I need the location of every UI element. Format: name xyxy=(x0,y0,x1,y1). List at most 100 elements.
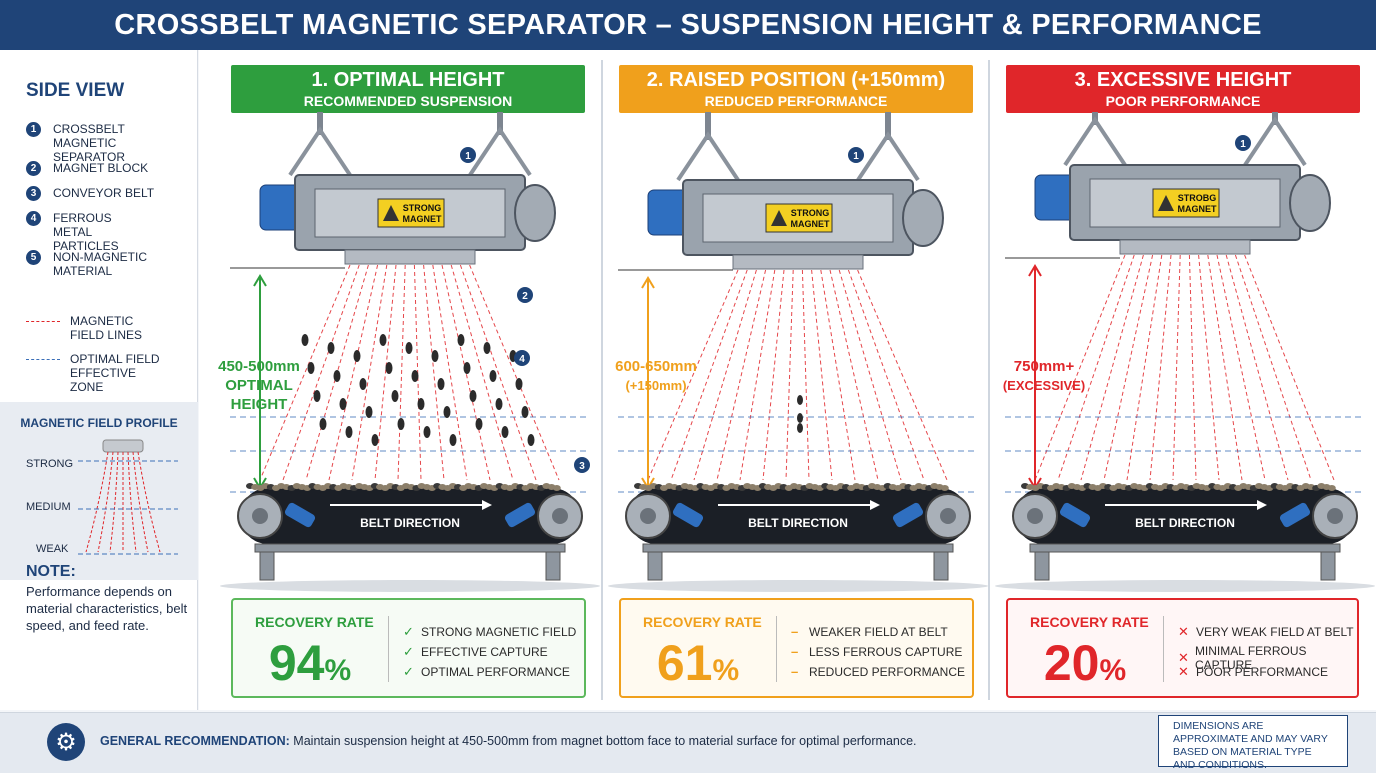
dash-icon: – xyxy=(791,624,799,639)
recovery-value: 20% xyxy=(1030,634,1140,692)
hanger-bracket xyxy=(1063,116,1127,167)
belt-direction-label: BELT DIRECTION xyxy=(748,516,848,530)
ferrous-particle xyxy=(449,434,457,446)
recovery-label: RECOVERY RATE xyxy=(1030,614,1149,630)
legend-item-separator: 1 CROSSBELT MAGNETIC SEPARATOR xyxy=(26,122,183,164)
ferrous-particle xyxy=(417,398,425,410)
panel-subheading: REDUCED PERFORMANCE xyxy=(704,93,888,109)
legend-effective-zone: OPTIMAL FIELD EFFECTIVE ZONE xyxy=(26,352,170,394)
ferrous-particle xyxy=(501,426,509,438)
hanger-bracket xyxy=(288,126,352,177)
bullet-text: STRONG MAGNETIC FIELD xyxy=(421,625,577,639)
drum-end xyxy=(902,189,944,247)
magnet-label: STRONG xyxy=(791,208,830,218)
bullet-text: OPTIMAL PERFORMANCE xyxy=(421,665,570,679)
conveyor-leg xyxy=(647,551,663,581)
magnetic-field-profile: MAGNETIC FIELD PROFILE STRONG MEDIUM WEA… xyxy=(0,402,198,580)
ferrous-particle xyxy=(353,350,361,362)
legend-item-ferrous-particles: 4 FERROUS METAL PARTICLES xyxy=(26,211,153,253)
idler-roller xyxy=(892,502,924,528)
legend-number: 5 xyxy=(26,250,41,265)
ferrous-particle xyxy=(797,413,803,423)
bullet-text: MINIMAL FERROUS CAPTURE xyxy=(1194,644,1307,672)
magnetic-field-line xyxy=(397,264,406,481)
magnetic-field-line xyxy=(1225,254,1289,481)
arrow-head-up xyxy=(641,276,655,289)
bullet-item: ✕POOR PERFORMANCE xyxy=(1178,664,1328,680)
ferrous-particle xyxy=(521,406,529,418)
ferrous-particle xyxy=(443,406,451,418)
sidebar: SIDE VIEW 1 CROSSBELT MAGNETIC SEPARATOR… xyxy=(0,50,198,710)
non-magnetic-material xyxy=(940,485,949,491)
divider xyxy=(776,616,777,682)
callout-number: 1 xyxy=(465,151,471,162)
recovery-number: 61 xyxy=(656,635,713,691)
ferrous-particle xyxy=(371,434,379,446)
arrow-head xyxy=(1257,500,1267,510)
divider xyxy=(388,616,389,682)
idler-roller xyxy=(504,502,536,528)
magnetic-field-line xyxy=(1057,254,1135,481)
check-icon: ✓ xyxy=(403,644,414,659)
bullet-text: VERY WEAK FIELD AT BELT xyxy=(1196,625,1354,639)
idler-roller xyxy=(284,502,316,528)
bullet-text: REDUCED PERFORMANCE xyxy=(809,664,966,679)
dimension-note: (+150mm) xyxy=(625,378,687,393)
conveyor-frame xyxy=(642,543,954,553)
dimension-value: 450-500mm xyxy=(218,358,300,375)
legend-label: MAGNETIC FIELD LINES xyxy=(70,314,143,342)
bullet-item: ✓ EFFECTIVE CAPTURE xyxy=(403,644,548,660)
recovery-number: 94 xyxy=(268,635,325,691)
bullet-item: ✓STRONG MAGNETIC FIELD xyxy=(403,624,576,640)
floor-shadow xyxy=(220,580,600,592)
bullet-text: EFFECTIVE CAPTURE xyxy=(421,645,548,659)
ferrous-particle xyxy=(327,342,335,354)
title-bar: CROSSBELT MAGNETIC SEPARATOR – SUSPENSIO… xyxy=(0,0,1376,50)
magnetic-field-line xyxy=(259,264,351,481)
magnetic-field-line xyxy=(1244,254,1335,481)
ferrous-particle xyxy=(307,362,315,374)
magnet-label: STRONG xyxy=(403,203,442,213)
magnetic-field-line xyxy=(1216,254,1266,481)
panel-divider xyxy=(601,60,603,700)
recovery-number: 20 xyxy=(1043,635,1100,691)
ferrous-particle xyxy=(475,418,483,430)
panel-2-dimension: 600-650mm (+150mm) xyxy=(606,357,706,395)
panel-2-recovery-card: RECOVERY RATE 61% –WEAKER FIELD AT BELT … xyxy=(619,598,974,698)
ferrous-particle xyxy=(405,342,413,354)
recovery-unit: % xyxy=(712,654,740,687)
profile-level-medium: MEDIUM xyxy=(26,501,71,513)
panel-3-header: 3. EXCESSIVE HEIGHT POOR PERFORMANCE xyxy=(1006,65,1360,113)
note-text: Performance depends on material characte… xyxy=(26,584,188,633)
ferrous-particle xyxy=(345,426,353,438)
magnetic-field-line xyxy=(820,269,856,481)
legend-item-non-magnetic: 5 NON-MAGNETIC MATERIAL xyxy=(26,250,153,278)
legend-label: MAGNET BLOCK xyxy=(53,161,149,175)
magnetic-field-line xyxy=(716,269,767,481)
magnet-label: MAGNET xyxy=(1178,204,1217,214)
magnetic-field-line xyxy=(1080,254,1144,481)
panel-1-dimension: 450-500mm OPTIMAL HEIGHT xyxy=(205,357,313,414)
magnetic-field-line xyxy=(351,264,388,481)
magnetic-field-line xyxy=(450,264,514,481)
pulley-hub xyxy=(552,508,568,524)
page-title: CROSSBELT MAGNETIC SEPARATOR – SUSPENSIO… xyxy=(114,8,1262,41)
magnet-label: MAGNET xyxy=(791,219,830,229)
hanger-bracket xyxy=(1243,116,1307,167)
pulley-hub xyxy=(940,508,956,524)
panel-heading: 3. EXCESSIVE HEIGHT xyxy=(1074,69,1292,91)
magnetic-field-line xyxy=(762,269,785,481)
ferrous-particle xyxy=(515,378,523,390)
ferrous-particle xyxy=(301,334,309,346)
recovery-unit: % xyxy=(1099,654,1127,687)
hanger-bracket xyxy=(856,131,920,182)
bullet-text: WEAKER FIELD AT BELT xyxy=(809,624,948,639)
magnetic-field-line xyxy=(857,269,948,481)
ferrous-particle xyxy=(483,342,491,354)
hanger-bracket xyxy=(676,131,740,182)
magnetic-field-line xyxy=(1126,254,1163,481)
magnetic-field-line xyxy=(739,269,776,481)
recommendation-text: Maintain suspension height at 450-500mm … xyxy=(289,734,917,748)
legend-number: 4 xyxy=(26,211,41,226)
